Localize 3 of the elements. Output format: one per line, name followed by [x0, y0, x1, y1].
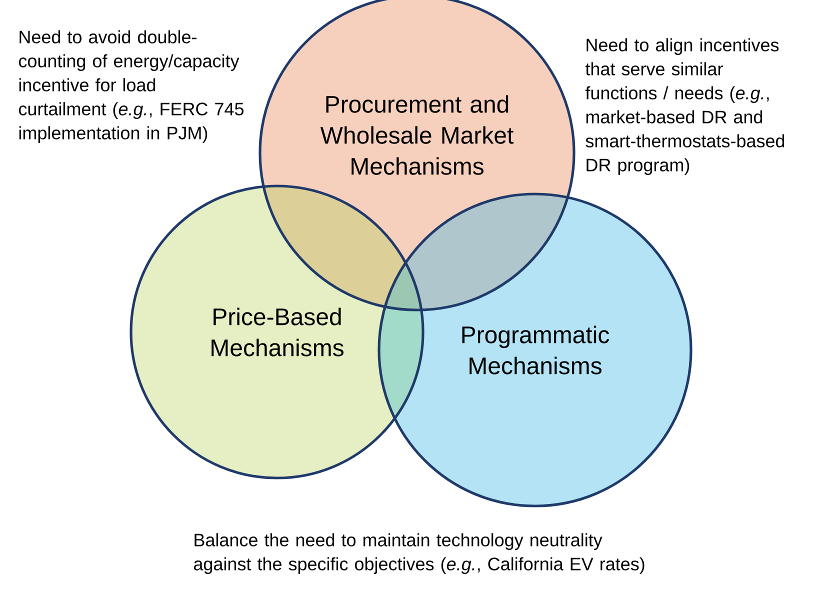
- note-text: Balance the need to maintain technology neutrality against the specific objectives (e.g., California EV rates): [194, 533, 644, 574]
- note-text: Need to align incentives that serve similar functions / needs (e.g., market-based DR and smart-thermostats-based DR program): [585, 38, 784, 175]
- note-text: Need to avoid double-counting of energy/capacity incentive for load curtailment (e.g., FERC 745 implementation in PJM): [18, 30, 244, 143]
